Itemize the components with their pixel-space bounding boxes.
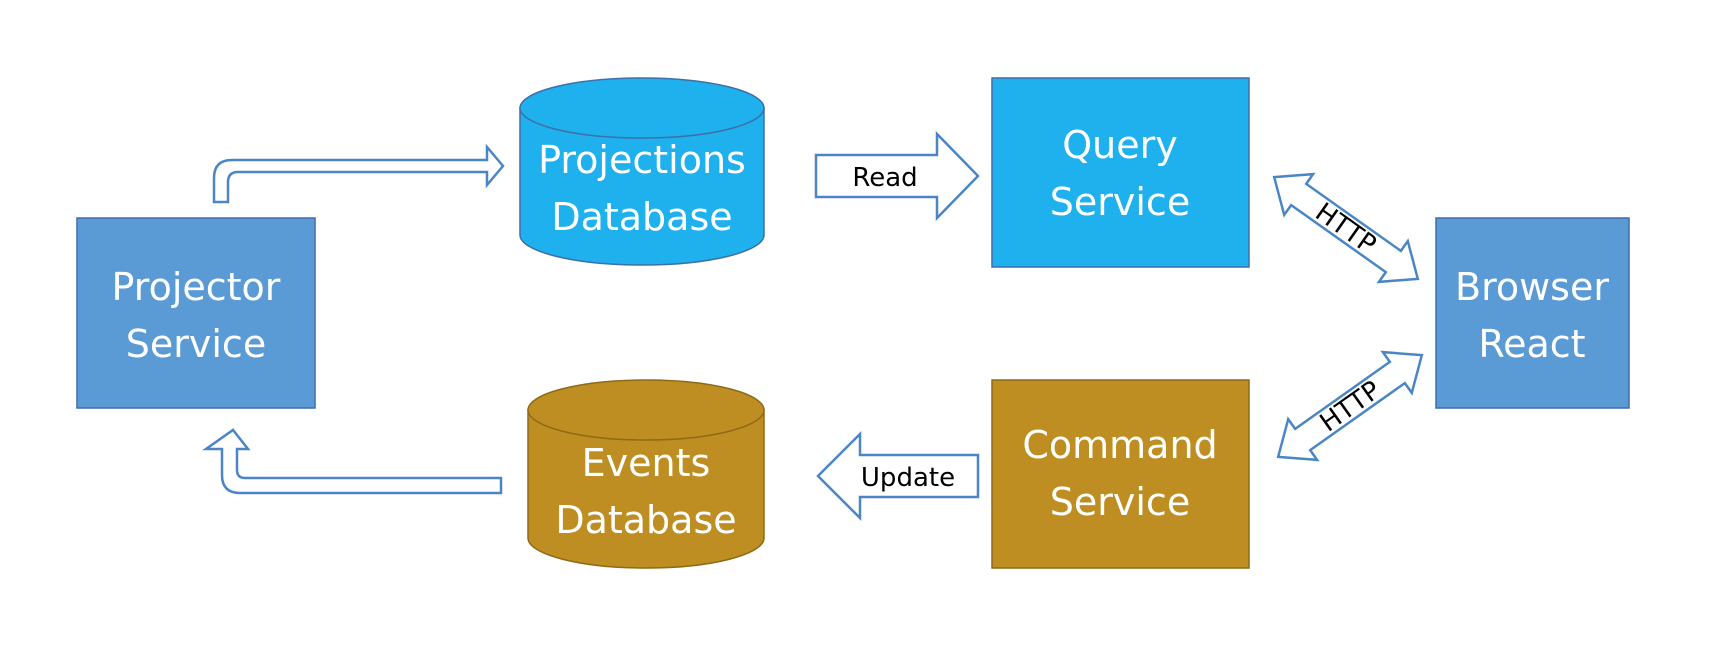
events-to-projector-arrow	[202, 428, 503, 495]
update-edge: Update	[816, 430, 980, 522]
events-database-body	[527, 409, 765, 569]
projector-service-box	[76, 217, 316, 409]
http-query-edge: HTTP	[1272, 172, 1420, 284]
projections-database-label-line2: Database	[551, 195, 732, 239]
browser-react-label-line2: React	[1478, 322, 1585, 366]
projector-service-label-line2: Service	[126, 322, 266, 366]
query-service-label-line2: Service	[1050, 180, 1190, 224]
command-service-label-line1: Command	[1022, 423, 1217, 467]
browser-react-node: Browser React	[1435, 217, 1630, 409]
projections-database-label-line1: Projections	[538, 138, 746, 182]
http-command-arrow	[1276, 350, 1424, 462]
events-database-node: Events Database	[527, 379, 765, 569]
projector-service-label-line1: Projector	[112, 265, 281, 309]
projector-to-projections-arrow	[212, 143, 505, 204]
projector-service-node: Projector Service	[76, 217, 316, 409]
projections-database-top	[519, 77, 765, 139]
read-arrow	[814, 130, 980, 222]
projections-database-body	[519, 107, 765, 266]
read-edge: Read	[814, 130, 980, 222]
events-database-label-line2: Database	[555, 498, 736, 542]
query-service-label-line1: Query	[1062, 123, 1177, 167]
http-command-edge: HTTP	[1276, 350, 1424, 462]
projections-database-node: Projections Database	[519, 77, 765, 266]
events-database-label-line1: Events	[582, 441, 711, 485]
query-service-node: Query Service	[991, 77, 1250, 268]
http-command-label: HTTP	[1315, 375, 1387, 438]
browser-react-label-line1: Browser	[1455, 265, 1609, 309]
read-label: Read	[852, 163, 917, 193]
query-service-box	[991, 77, 1250, 268]
command-service-box	[991, 379, 1250, 569]
http-query-arrow	[1272, 172, 1420, 284]
command-service-label-line2: Service	[1050, 480, 1190, 524]
command-service-node: Command Service	[991, 379, 1250, 569]
update-label: Update	[861, 463, 955, 493]
events-database-top	[527, 379, 765, 441]
http-query-label: HTTP	[1310, 197, 1382, 260]
browser-react-box	[1435, 217, 1630, 409]
update-arrow	[816, 430, 980, 522]
